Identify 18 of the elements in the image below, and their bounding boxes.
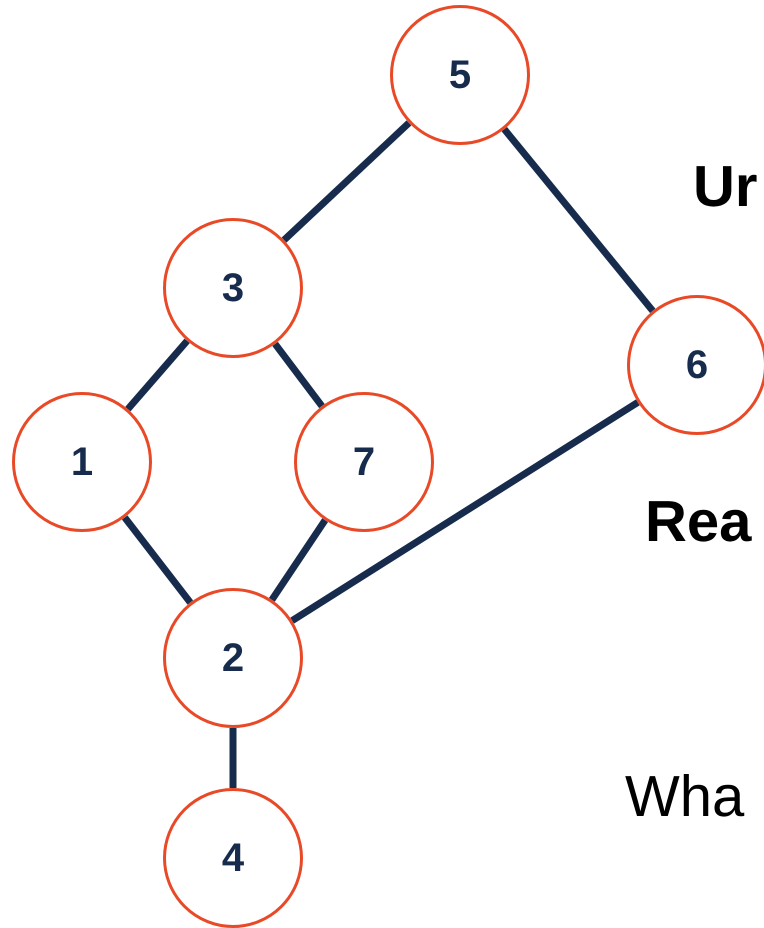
- connector-line: [272, 342, 325, 408]
- connector-line: [125, 338, 190, 412]
- heading-text: Wha: [625, 768, 744, 826]
- connector-line: [269, 518, 328, 602]
- node-number: 7: [352, 442, 376, 482]
- heading-text: Ur: [693, 158, 758, 216]
- node-number: 3: [222, 268, 244, 308]
- node-number: 4: [222, 838, 244, 878]
- node-number: 5: [448, 55, 472, 95]
- connector-line: [502, 126, 656, 314]
- connector-line: [282, 120, 412, 243]
- connector-line: [290, 399, 640, 624]
- node-number: 2: [222, 638, 244, 678]
- heading-text: Rea: [645, 493, 752, 551]
- connector-line: [122, 515, 194, 605]
- node-number: 1: [70, 442, 94, 482]
- connector-line: [230, 728, 236, 788]
- node-number: 6: [686, 345, 708, 385]
